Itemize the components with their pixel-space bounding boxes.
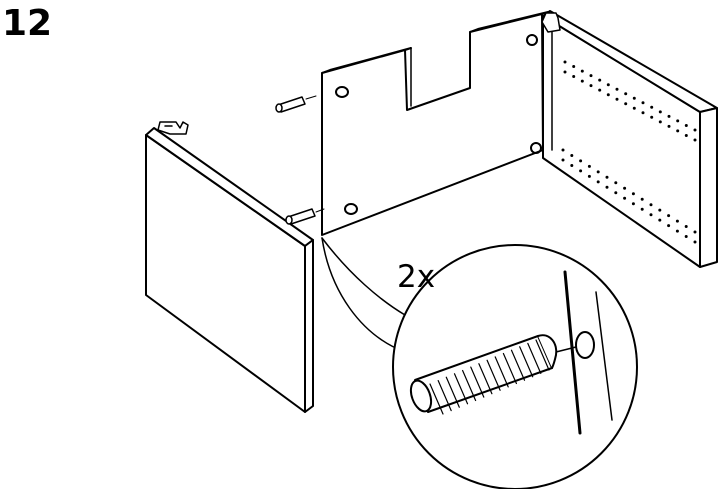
- shelf-hole: [581, 80, 584, 83]
- shelf-hole: [607, 83, 610, 86]
- shelf-hole: [614, 191, 617, 194]
- shelf-hole: [676, 220, 679, 223]
- shelf-hole: [659, 120, 662, 123]
- shelf-hole: [598, 89, 601, 92]
- left-side-panel: [146, 122, 313, 412]
- shelf-hole: [667, 224, 670, 227]
- shelf-hole: [616, 98, 619, 101]
- shelf-hole: [572, 65, 575, 68]
- right-side-panel: [542, 11, 717, 267]
- shelf-hole: [624, 102, 627, 105]
- shelf-hole: [597, 170, 600, 173]
- shelf-hole: [641, 208, 644, 211]
- shelf-hole: [685, 225, 688, 228]
- shelf-hole: [676, 119, 679, 122]
- shelf-hole: [650, 213, 653, 216]
- shelf-hole: [606, 186, 609, 189]
- shelf-hole: [632, 192, 635, 195]
- shelf-hole: [694, 139, 697, 142]
- shelf-hole: [598, 79, 601, 82]
- shelf-hole: [685, 235, 688, 238]
- shelf-hole: [588, 165, 591, 168]
- shelf-hole: [642, 101, 645, 104]
- quantity-label: 2x: [397, 259, 435, 295]
- dowel-bottom: [286, 209, 324, 224]
- shelf-hole: [668, 125, 671, 128]
- shelf-hole: [676, 230, 679, 233]
- shelf-hole: [623, 197, 626, 200]
- shelf-hole: [676, 129, 679, 132]
- shelf-hole: [562, 159, 565, 162]
- shelf-hole: [633, 107, 636, 110]
- shelf-hole: [616, 88, 619, 91]
- shelf-hole: [572, 75, 575, 78]
- dowel-top: [276, 96, 316, 112]
- callout-pointer: [322, 238, 405, 352]
- shelf-hole: [685, 134, 688, 137]
- shelf-hole: [581, 70, 584, 73]
- shelf-hole: [641, 198, 644, 201]
- shelf-hole: [668, 115, 671, 118]
- shelf-hole: [570, 154, 573, 157]
- shelf-hole: [564, 61, 567, 64]
- shelf-hole: [614, 181, 617, 184]
- shelf-hole: [659, 110, 662, 113]
- shelf-hole: [632, 202, 635, 205]
- shelf-hole: [685, 124, 688, 127]
- shelf-hole: [562, 149, 565, 152]
- shelf-hole: [597, 180, 600, 183]
- shelf-hole: [694, 231, 697, 234]
- shelf-hole: [590, 84, 593, 87]
- back-panel: [322, 12, 548, 235]
- shelf-hole: [606, 176, 609, 179]
- shelf-hole: [694, 129, 697, 132]
- shelf-hole: [579, 169, 582, 172]
- shelf-hole: [667, 214, 670, 217]
- shelf-hole: [658, 209, 661, 212]
- shelf-hole: [590, 74, 593, 77]
- shelf-hole: [650, 203, 653, 206]
- shelf-hole: [650, 116, 653, 119]
- shelf-hole: [588, 175, 591, 178]
- shelf-hole: [623, 187, 626, 190]
- shelf-hole: [579, 159, 582, 162]
- shelf-hole: [607, 93, 610, 96]
- detail-magnifier: 2x: [393, 245, 637, 489]
- shelf-hole: [624, 92, 627, 95]
- shelf-hole: [570, 164, 573, 167]
- shelf-hole: [564, 71, 567, 74]
- shelf-hole: [633, 97, 636, 100]
- shelf-hole: [658, 219, 661, 222]
- shelf-hole: [650, 106, 653, 109]
- shelf-hole: [694, 241, 697, 244]
- shelf-hole: [642, 111, 645, 114]
